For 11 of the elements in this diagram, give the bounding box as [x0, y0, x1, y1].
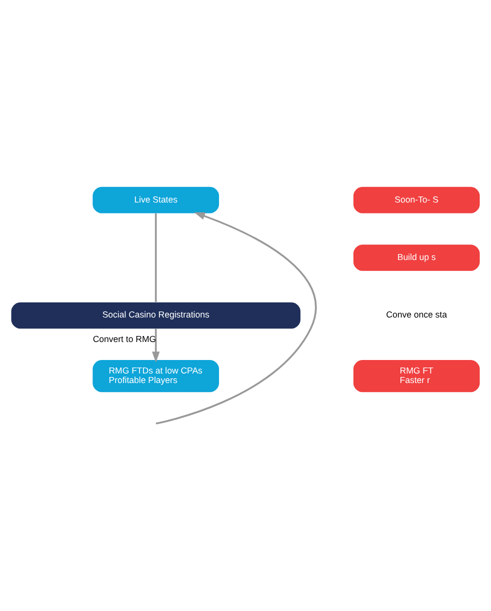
- node-box: Soon-To- S: [353, 186, 480, 214]
- node-box: RMG FT Faster r: [353, 360, 480, 392]
- edge-label: Convert to RMG: [92, 334, 156, 344]
- node-box: Build up s: [353, 244, 480, 271]
- node-box: RMG FTDs at low CPAs Profitable Players: [92, 360, 220, 392]
- node-box: Live States: [92, 186, 220, 214]
- node-box: Social Casino Registrations: [11, 302, 300, 329]
- label: Conve once sta: [386, 310, 447, 320]
- connector: [154, 213, 157, 302]
- arrow: [156, 212, 317, 424]
- arrow: [152, 328, 160, 363]
